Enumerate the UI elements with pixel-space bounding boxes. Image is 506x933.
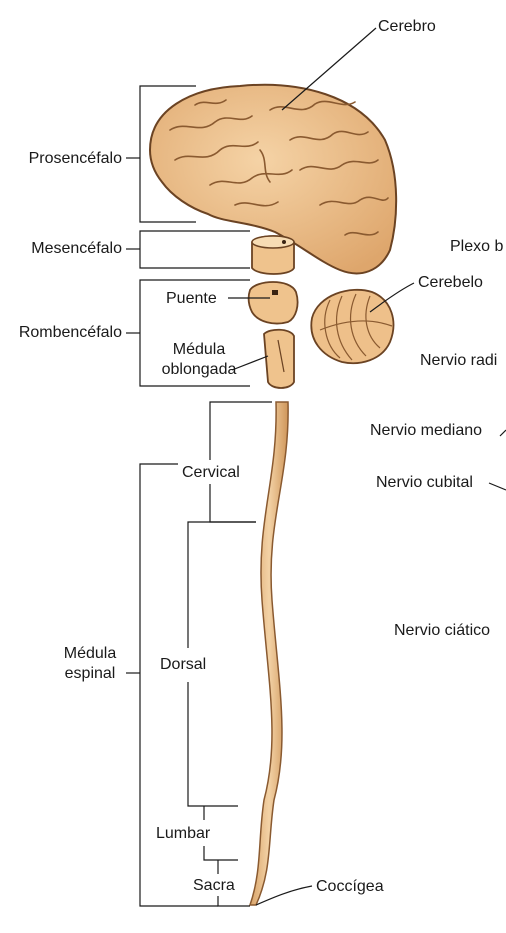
label-mesencefalo: Mesencéfalo [31, 240, 122, 257]
spinal-cord [248, 401, 289, 906]
label-nervio-cubital: Nervio cubital [376, 474, 473, 491]
label-cervical: Cervical [182, 464, 240, 481]
label-dorsal: Dorsal [160, 656, 207, 673]
label-nervio-ciatico: Nervio ciático [394, 622, 491, 639]
label-plexo: Plexo b [450, 238, 504, 255]
label-puente: Puente [166, 290, 217, 307]
label-medula-oblongada-1: Médula [172, 341, 226, 358]
label-nervio-mediano: Nervio mediano [370, 422, 483, 439]
label-prosencefalo: Prosencéfalo [28, 150, 122, 167]
pons [247, 281, 299, 325]
label-medula-espinal-1: Médula [63, 645, 117, 662]
label-sacra: Sacra [193, 877, 235, 894]
label-coccigea: Coccígea [316, 878, 384, 895]
label-nervio-radial: Nervio radi [420, 352, 498, 369]
cerebellum [310, 288, 395, 364]
label-cerebelo: Cerebelo [418, 274, 483, 291]
label-lumbar: Lumbar [156, 825, 211, 842]
midbrain [251, 235, 295, 275]
medulla-oblongata [263, 328, 295, 389]
label-cerebro: Cerebro [378, 18, 436, 35]
label-rombencefalo: Rombencéfalo [18, 324, 122, 341]
brain-cerebrum [148, 83, 398, 275]
label-medula-espinal-2: espinal [64, 665, 116, 682]
label-medula-oblongada-2: oblongada [161, 361, 237, 378]
